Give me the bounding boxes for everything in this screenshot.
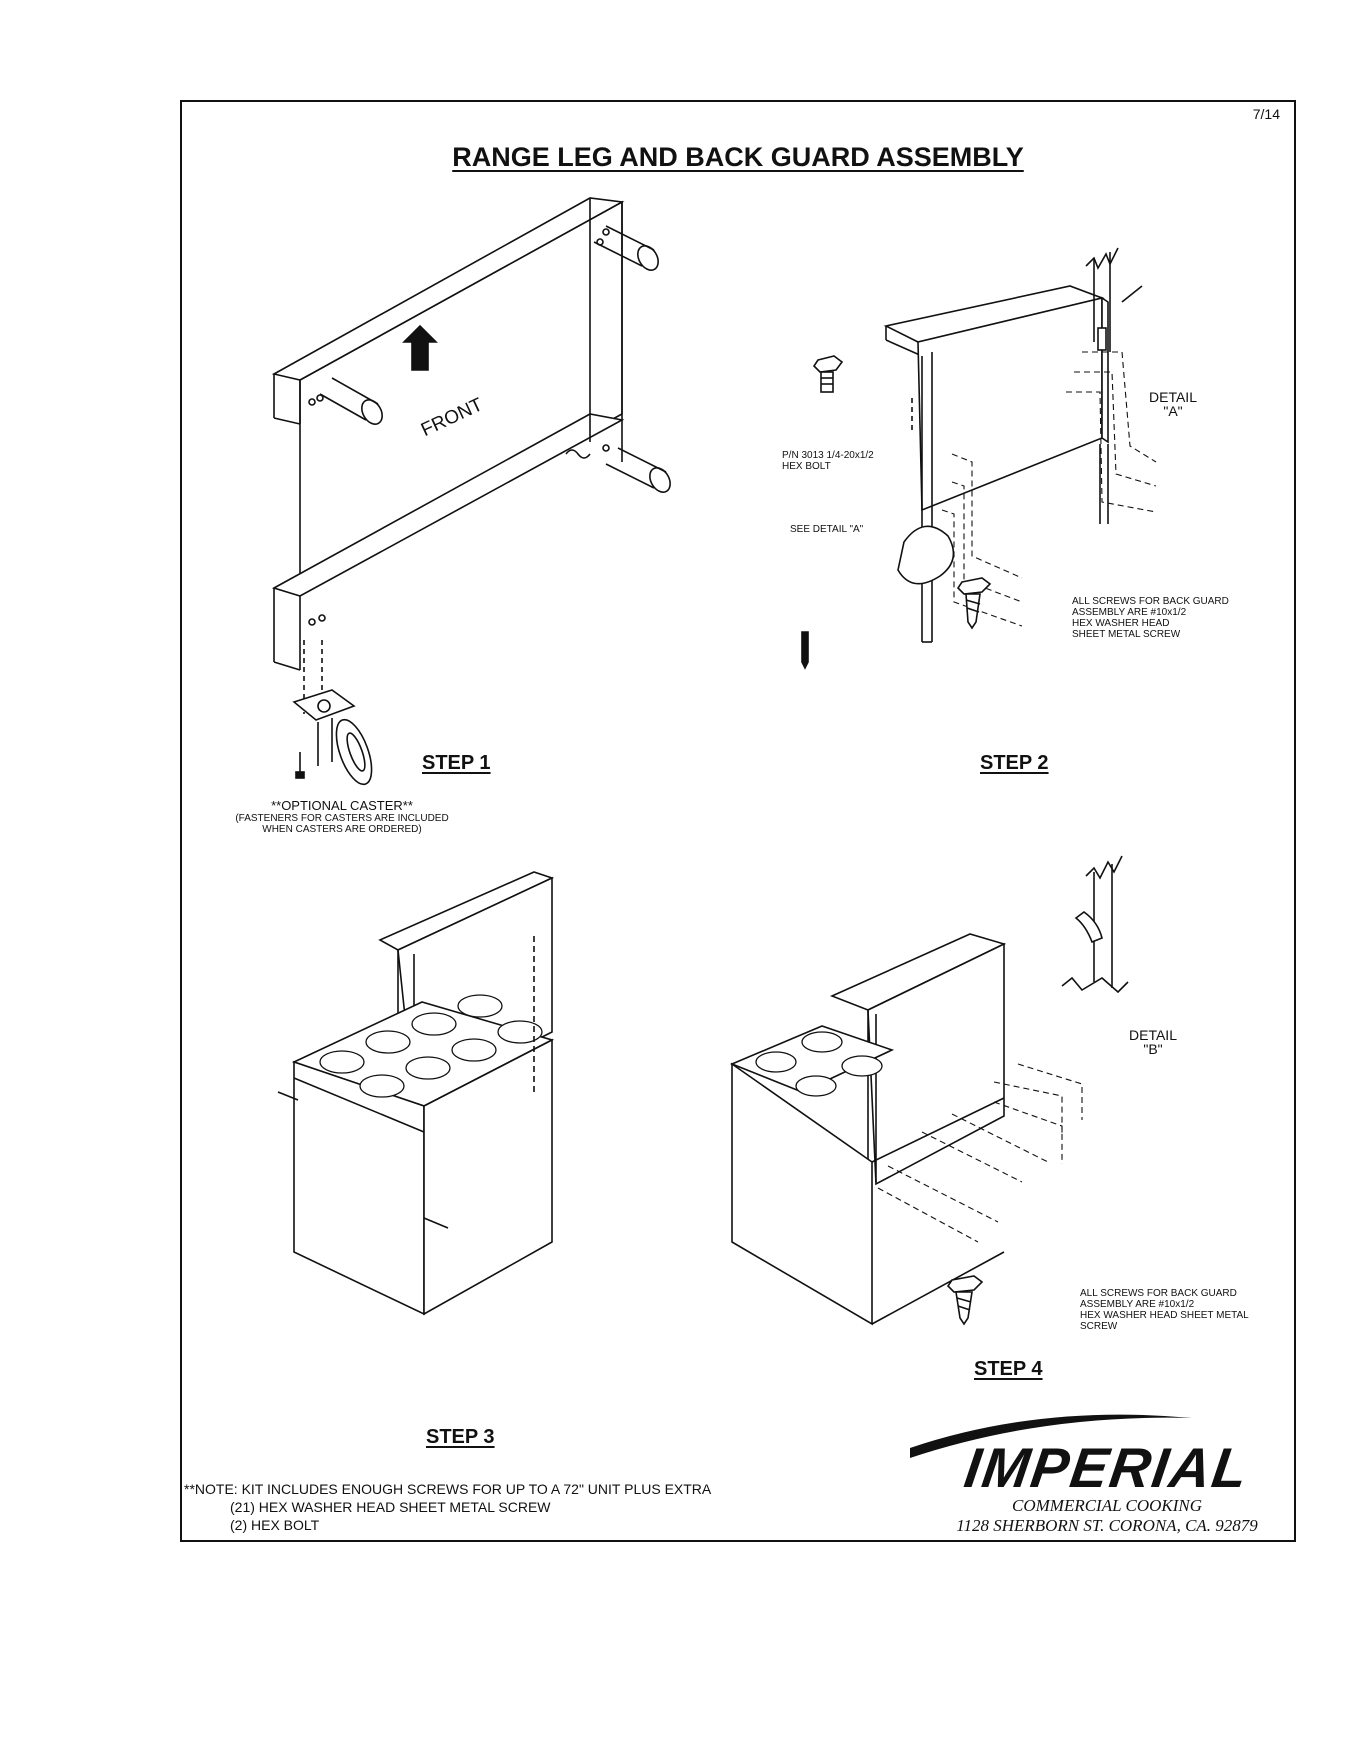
page-number: 7/14 [1252, 106, 1280, 122]
logo-swoosh [910, 1414, 1192, 1458]
detail-a-label: DETAIL "A" [1149, 389, 1197, 419]
caster-note: **OPTIONAL CASTER** (FASTENERS FOR CASTE… [235, 798, 449, 835]
leg-3 [565, 447, 671, 493]
hex-bolt [812, 355, 913, 432]
step4-screws-note: ALL SCREWS FOR BACK GUARD ASSEMBLY ARE #… [1080, 1288, 1249, 1332]
leg-1 [319, 377, 383, 425]
logo-address: 1128 SHERBORN ST. CORONA, CA. 92879 [956, 1516, 1258, 1535]
step4-label: STEP 4 [974, 1358, 1043, 1380]
leg-2 [593, 225, 659, 271]
step1-label: STEP 1 [422, 752, 491, 774]
step3-label: STEP 3 [426, 1426, 495, 1448]
logo-brand: IMPERIAL [960, 1436, 1254, 1499]
screw-icon [946, 1275, 984, 1326]
hex-bolt-label: P/N 3013 1/4-20x1/2 HEX BOLT [782, 450, 874, 472]
step2-screws-note: ALL SCREWS FOR BACK GUARD ASSEMBLY ARE #… [1072, 596, 1229, 640]
step4-drawing [729, 855, 1129, 1326]
detail-b-label: DETAIL "B" [1129, 1027, 1177, 1057]
caster [292, 640, 373, 786]
drawing-frame: 7/14 RANGE LEG AND BACK GUARD ASSEMBLY F… [180, 100, 1296, 1542]
step3-drawing [277, 871, 555, 1316]
step2-drawing [801, 247, 1157, 670]
detail-a-sketch [1085, 247, 1143, 352]
see-detail-a: SEE DETAIL "A" [790, 524, 864, 535]
page-title: RANGE LEG AND BACK GUARD ASSEMBLY [452, 142, 1024, 172]
detail-b-sketch [1061, 855, 1129, 994]
logo-tagline: COMMERCIAL COOKING [1012, 1496, 1202, 1515]
imperial-logo: IMPERIAL COMMERCIAL COOKING 1128 SHERBOR… [942, 1436, 1272, 1536]
kit-note: **NOTE: KIT INCLUDES ENOUGH SCREWS FOR U… [184, 1481, 712, 1533]
screw-icon [956, 577, 992, 630]
step1-drawing [271, 197, 671, 786]
step2-label: STEP 2 [980, 752, 1049, 774]
assembly-drawings [271, 197, 1192, 1458]
